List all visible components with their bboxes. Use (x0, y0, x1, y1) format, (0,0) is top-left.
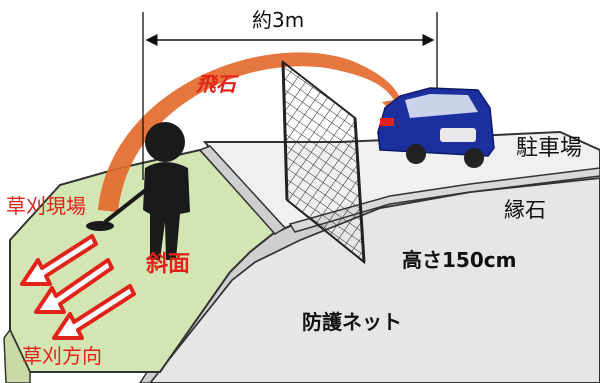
mowing-direction-arrows (20, 234, 136, 340)
mowing-direction-arrow-icon (34, 258, 114, 314)
dimension-label: 約3m (252, 8, 305, 32)
mowing-direction-arrow-icon (52, 284, 136, 340)
person-with-mower-icon (86, 122, 190, 260)
slope-label: 斜面 (146, 252, 191, 277)
net-height-label: 高さ150cm (402, 248, 517, 272)
car-icon (377, 87, 495, 168)
mowing-direction-label: 草刈方向 (22, 344, 102, 368)
flying-stone-label: 飛石 (196, 72, 236, 96)
mowing-site-label: 草刈現場 (6, 194, 86, 218)
grass-slope (3, 145, 287, 383)
protective-net-icon (281, 59, 366, 265)
parking-label: 駐車場 (516, 136, 583, 161)
flying-stone-arc-icon (98, 52, 414, 212)
protective-net-label: 防護ネット (302, 310, 402, 334)
mowing-direction-arrow-icon (20, 234, 98, 286)
curb-label: 縁石 (504, 198, 546, 222)
